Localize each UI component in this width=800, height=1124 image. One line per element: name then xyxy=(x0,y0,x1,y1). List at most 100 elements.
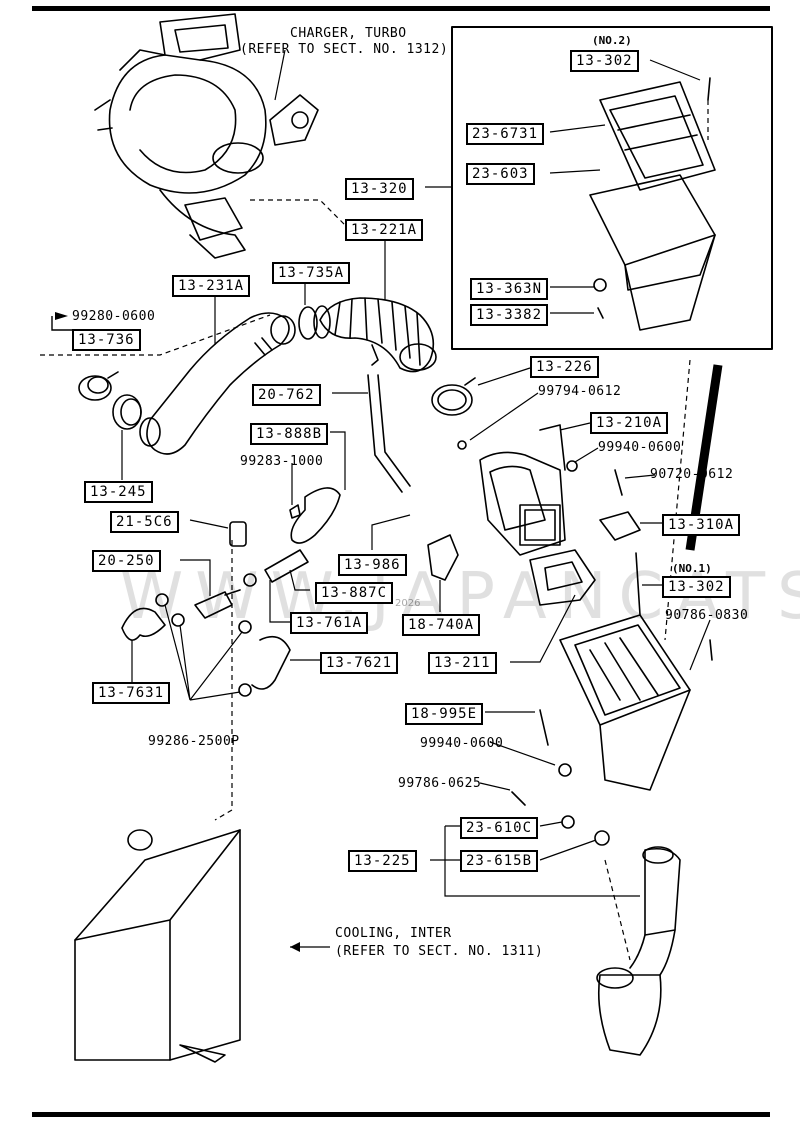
clips-99286-drawing xyxy=(155,573,257,697)
hose-13-888b-drawing xyxy=(290,487,341,544)
part-23-610c[interactable]: 23-610C xyxy=(460,817,539,839)
part-13-7621[interactable]: 13-7621 xyxy=(320,652,399,674)
bolt-99280-0600[interactable]: 99280-0600 xyxy=(72,309,156,324)
part-13-310a[interactable]: 13-310A xyxy=(662,514,741,536)
part-18-995e[interactable]: 18-995E xyxy=(405,703,484,725)
leader-23-6731 xyxy=(549,124,606,133)
part-13-210a[interactable]: 13-210A xyxy=(590,412,669,434)
leader-99940-b xyxy=(489,741,556,766)
bolt-99786-0625[interactable]: 99786-0625 xyxy=(398,776,482,791)
bottom-rule xyxy=(32,1112,770,1117)
part-13-7631[interactable]: 13-7631 xyxy=(92,682,171,704)
ring-13-245-drawing xyxy=(112,394,142,430)
hose-13-887c-drawing xyxy=(264,549,309,583)
gasket-13-211-drawing xyxy=(529,549,596,606)
leader-13-226 xyxy=(477,367,531,386)
tube-20-762-drawing xyxy=(367,374,411,493)
cooler-ref-note: (REFER TO SECT. NO. 1311) xyxy=(335,944,544,959)
leader-99286 xyxy=(164,604,243,701)
duct-13-225-drawing xyxy=(596,846,681,1056)
leader-20-250 xyxy=(180,559,211,596)
bolt-99794-0612[interactable]: 99794-0612 xyxy=(538,384,622,399)
top-rule xyxy=(32,6,770,11)
clip-99286-2500p[interactable]: 99286-2500P xyxy=(148,734,240,749)
part-13-3382[interactable]: 13-3382 xyxy=(470,304,549,326)
leader-13-888b xyxy=(330,431,346,490)
part-13-761a[interactable]: 13-761A xyxy=(290,612,369,634)
bolt-99940-0600-upper[interactable]: 99940-0600 xyxy=(598,440,682,455)
watermark-year: 2026 xyxy=(395,598,421,609)
leader-99940-a xyxy=(574,447,599,463)
clamp-13-736-drawing xyxy=(78,371,119,401)
leader-13-225-bracket xyxy=(430,825,640,897)
part-13-211[interactable]: 13-211 xyxy=(428,652,497,674)
turbo-ref-title: CHARGER, TURBO xyxy=(290,26,407,41)
part-13-320[interactable]: 13-320 xyxy=(345,178,414,200)
hose-13-7621-drawing xyxy=(251,635,291,690)
bellows-hose-13-221a-drawing xyxy=(313,297,437,373)
part-18-740a[interactable]: 18-740A xyxy=(402,614,481,636)
part-23-615b[interactable]: 23-615B xyxy=(460,850,539,872)
part-13-226[interactable]: 13-226 xyxy=(530,356,599,378)
bolt-99940-0600-lower[interactable]: 99940-0600 xyxy=(420,736,504,751)
dash-line-duct xyxy=(604,859,631,961)
part-13-231a[interactable]: 13-231A xyxy=(172,275,251,297)
part-13-221a[interactable]: 13-221A xyxy=(345,219,424,241)
air-cleaner-no2-drawing xyxy=(589,77,716,331)
air-cleaner-no1-drawing xyxy=(539,614,713,791)
intercooler-drawing xyxy=(74,829,241,1063)
turbo-ref-note: (REFER TO SECT. NO. 1312) xyxy=(240,42,449,57)
leader-13-210a xyxy=(559,422,591,431)
leader-23-615b xyxy=(539,839,597,861)
dash-line-turbo xyxy=(250,199,361,241)
leader-13-761a xyxy=(269,580,290,623)
hose-13-7631-drawing xyxy=(121,607,166,641)
clamp-13-226-drawing xyxy=(431,377,476,416)
part-13-245[interactable]: 13-245 xyxy=(84,481,153,503)
part-20-250[interactable]: 20-250 xyxy=(92,550,161,572)
leader-21-5c6 xyxy=(189,519,229,529)
part-13-735a[interactable]: 13-735A xyxy=(272,262,351,284)
leader-23-610c xyxy=(539,821,563,827)
part-13-302-no1[interactable]: 13-302 xyxy=(662,576,731,598)
bolt-90720-0612[interactable]: 90720-0612 xyxy=(650,467,734,482)
dash-line-vertical-left xyxy=(214,540,233,821)
leader-99786 xyxy=(479,782,511,791)
valve-21-5c6-drawing xyxy=(229,521,247,547)
clip-99283-1000[interactable]: 99283-1000 xyxy=(240,454,324,469)
leader-99794 xyxy=(469,392,539,441)
bracket-13-310a-drawing xyxy=(566,460,641,616)
leader-23-603 xyxy=(549,169,601,174)
part-13-986[interactable]: 13-986 xyxy=(338,554,407,576)
bolt-90786-0830[interactable]: 90786-0830 xyxy=(665,608,749,623)
leader-13-887c xyxy=(289,569,310,591)
leader-90720 xyxy=(624,474,656,479)
turbocharger-drawing xyxy=(94,13,319,259)
dash-line-736 xyxy=(40,314,271,356)
part-23-6731[interactable]: 23-6731 xyxy=(466,123,545,145)
airflow-meter-13-210a-drawing xyxy=(457,424,566,556)
leader-13-302-a xyxy=(649,59,701,81)
part-20-762[interactable]: 20-762 xyxy=(252,384,321,406)
part-13-887c[interactable]: 13-887C xyxy=(315,582,394,604)
part-13-888b[interactable]: 13-888B xyxy=(250,423,329,445)
variant-no2-label: (NO.2) xyxy=(592,34,632,47)
clip-99283-drawing xyxy=(289,504,301,519)
cooler-ref-title: COOLING, INTER xyxy=(335,926,452,941)
intake-hose-13-231a-drawing xyxy=(139,312,296,455)
part-13-363n[interactable]: 13-363N xyxy=(470,278,549,300)
arrow-cooler xyxy=(290,942,300,952)
part-13-302-no2[interactable]: 13-302 xyxy=(570,50,639,72)
clamp-13-735a-drawing xyxy=(298,306,318,340)
arrow-99280 xyxy=(55,312,68,320)
variant-no1-label: (NO.1) xyxy=(672,562,712,575)
leader-13-986 xyxy=(371,514,411,550)
part-23-603[interactable]: 23-603 xyxy=(466,163,535,185)
leader-turbo xyxy=(274,49,286,101)
part-21-5c6[interactable]: 21-5C6 xyxy=(110,511,179,533)
part-13-225[interactable]: 13-225 xyxy=(348,850,417,872)
solenoid-18-740a-drawing xyxy=(427,534,459,581)
leader-13-211 xyxy=(510,594,576,663)
part-13-736[interactable]: 13-736 xyxy=(72,329,141,351)
bracket-99280 xyxy=(51,316,72,331)
